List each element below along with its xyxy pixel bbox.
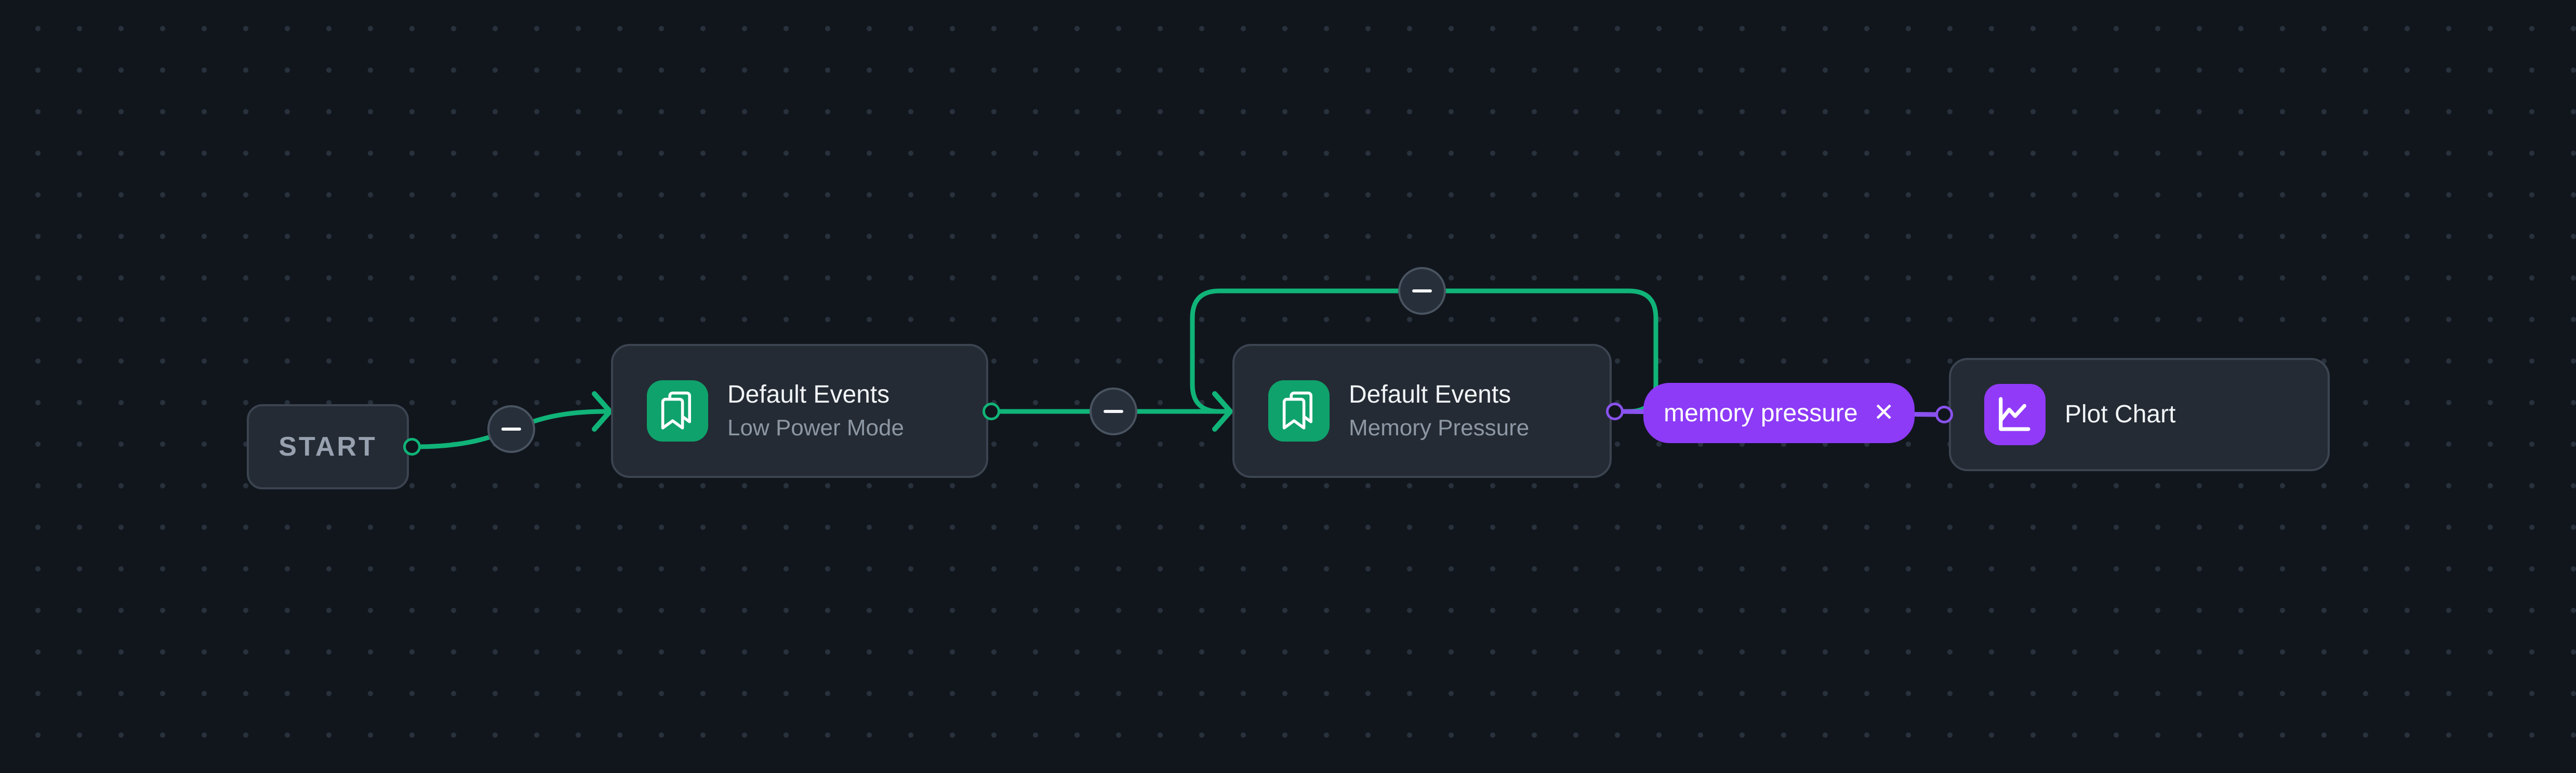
minus-icon — [501, 428, 521, 431]
node-default-events-low-power[interactable]: Default Events Low Power Mode — [611, 344, 988, 478]
node-plot-chart[interactable]: Plot Chart — [1949, 358, 2330, 471]
edge-arrowhead — [1212, 391, 1233, 432]
bookmarks-icon — [1268, 380, 1330, 442]
line-chart-icon — [1984, 384, 2046, 445]
port-low-power-output[interactable] — [982, 403, 1000, 420]
edge-minus-badge[interactable] — [1398, 267, 1446, 315]
node-title: Plot Chart — [2065, 400, 2176, 428]
node-subtitle: Low Power Mode — [727, 415, 904, 441]
edge-tag-label: memory pressure — [1664, 399, 1858, 427]
port-plot-chart-input[interactable] — [1935, 406, 1953, 423]
node-default-events-memory-pressure[interactable]: Default Events Memory Pressure — [1232, 344, 1612, 478]
node-title: Default Events — [1349, 381, 1511, 409]
edge-tag-memory-pressure[interactable]: memory pressure ✕ — [1643, 383, 1915, 443]
minus-icon — [1104, 410, 1123, 413]
port-start-output[interactable] — [403, 438, 421, 456]
edge-minus-badge[interactable] — [1090, 388, 1137, 435]
start-node-label: START — [278, 432, 377, 462]
node-start[interactable]: START — [247, 404, 409, 489]
edge-minus-badge[interactable] — [487, 405, 535, 453]
port-memory-pressure-output[interactable] — [1606, 403, 1624, 420]
edge-arrowhead — [592, 391, 613, 432]
node-title: Default Events — [727, 381, 890, 409]
close-icon[interactable]: ✕ — [1873, 399, 1894, 427]
node-subtitle: Memory Pressure — [1349, 415, 1530, 441]
minus-icon — [1412, 289, 1432, 292]
bookmarks-icon — [647, 380, 708, 442]
